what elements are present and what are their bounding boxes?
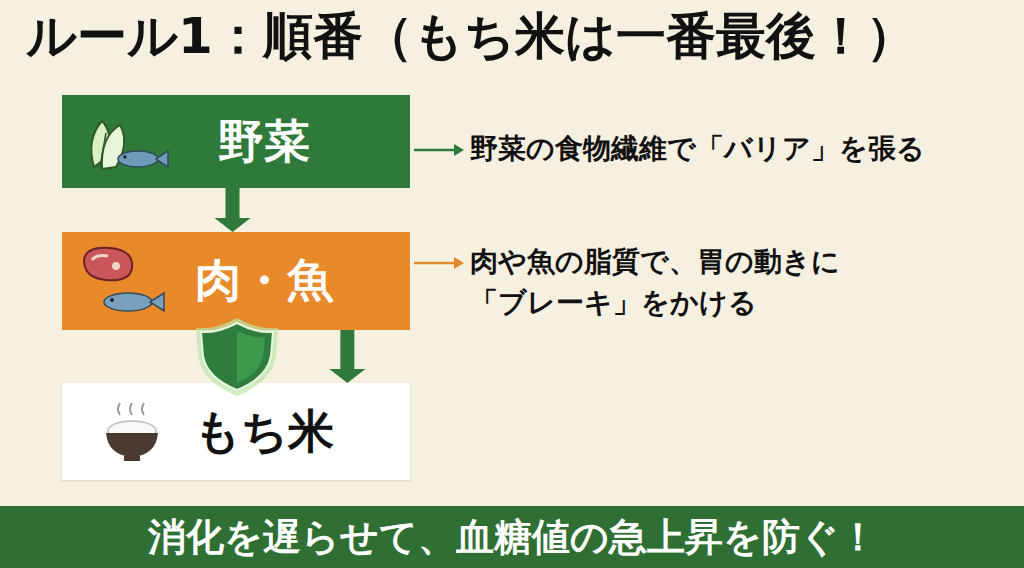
food-step-box: 肉・魚 xyxy=(62,232,410,330)
title: ルール1：順番（もち米は一番最後！） xyxy=(26,6,916,66)
flow-arrow xyxy=(215,188,251,232)
note-text: 野菜の食物繊維で「バリア」を張る xyxy=(470,129,925,170)
box-text: 肉・魚 xyxy=(195,250,333,312)
caption-band: 消化を遅らせて、血糖値の急上昇を防ぐ！ xyxy=(0,506,1024,568)
box-text: もち米 xyxy=(194,401,334,463)
food-step-box: 野菜 xyxy=(62,95,410,188)
food-step-box: もち米 xyxy=(62,383,410,480)
food-icon xyxy=(76,238,168,318)
food-icon xyxy=(76,109,172,173)
box-text: 野菜 xyxy=(218,111,310,173)
flow-arrow xyxy=(329,330,365,383)
leader-arrow xyxy=(414,144,464,156)
note-text: 肉や魚の脂質で、胃の動きに「ブレーキ」をかける xyxy=(470,242,851,323)
shield-icon xyxy=(196,318,278,396)
caption: 消化を遅らせて、血糖値の急上昇を防ぐ！ xyxy=(148,512,877,563)
leader-arrow xyxy=(414,257,464,269)
food-icon xyxy=(100,401,164,463)
